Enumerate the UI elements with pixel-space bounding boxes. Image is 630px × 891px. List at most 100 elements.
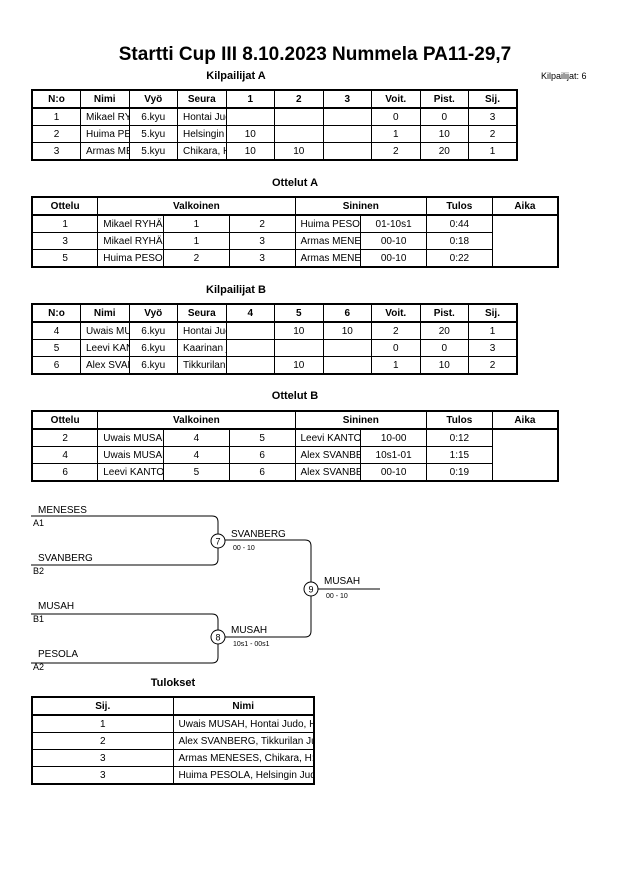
white-number-cell: 4 xyxy=(163,446,230,464)
bracket-diagram: MENESES A1 SVANBERG B2 MUSAH B1 PESOLA A… xyxy=(31,505,380,672)
seed-slot: A1 xyxy=(33,518,44,528)
result-cell: 00-10 xyxy=(360,249,427,268)
result-cell: 00-10 xyxy=(360,463,427,482)
result-cell: 01-10s1 xyxy=(360,214,427,233)
column-header: 5 xyxy=(274,303,324,323)
name-cell: Uwais MUSAH, Hontai Judo, H:ki xyxy=(172,714,315,733)
time-cell: 1:15 xyxy=(426,446,493,464)
score-cell xyxy=(274,339,324,357)
white-number-cell: 1 xyxy=(163,232,230,250)
points-cell: 0 xyxy=(419,339,469,357)
results-heading: Tulokset xyxy=(150,677,196,689)
bracket-lines xyxy=(31,515,380,664)
matches-b-heading: Ottelut B xyxy=(271,390,319,402)
wins-cell: 2 xyxy=(371,321,421,340)
blue-name-cell: Huima PESOLA xyxy=(294,214,362,233)
white-number-cell: 4 xyxy=(163,428,230,447)
seed-name: MUSAH xyxy=(38,601,74,612)
match-9: 9 MUSAH 00 - 10 xyxy=(303,576,360,600)
number-cell: 5 xyxy=(31,339,81,357)
rank-cell: 1 xyxy=(31,714,174,733)
seed-b2: SVANBERG B2 xyxy=(33,553,93,576)
column-header: Vyö xyxy=(128,303,178,323)
name-cell: Mikael RYHÄNEN xyxy=(80,107,130,126)
seed-a1: MENESES A1 xyxy=(33,505,87,528)
column-header: Seura xyxy=(177,89,227,109)
rank-cell: 1 xyxy=(468,321,518,340)
wins-cell: 0 xyxy=(371,339,421,357)
club-cell: Chikara, H:ki xyxy=(177,142,227,161)
score-cell: 10 xyxy=(274,321,324,340)
column-header: 6 xyxy=(322,303,372,323)
belt-cell: 6.kyu xyxy=(128,356,178,375)
time-cell: 0:19 xyxy=(426,463,493,482)
rank-cell: 3 xyxy=(468,107,518,126)
white-name-cell: Uwais MUSAH xyxy=(97,428,164,447)
result-cell: 00-10 xyxy=(360,232,427,250)
column-header: Sininen xyxy=(294,196,427,216)
matches-a-heading: Ottelut A xyxy=(271,177,319,189)
belt-cell: 6.kyu xyxy=(128,321,178,340)
score-cell xyxy=(225,356,275,375)
points-cell: 0 xyxy=(419,107,469,126)
pool-b-heading: Kilpailijat B xyxy=(206,284,266,296)
column-header: Pist. xyxy=(419,303,469,323)
wins-cell: 1 xyxy=(371,356,421,375)
white-number-cell: 5 xyxy=(163,463,230,482)
match-score: 00 - 10 xyxy=(326,593,348,600)
club-cell: Tikkurilan Judokat xyxy=(177,356,227,375)
rank-cell: 2 xyxy=(31,732,174,750)
score-cell: 10 xyxy=(225,125,275,143)
header-row: Sij.Nimi xyxy=(31,696,315,716)
competitor-count: Kilpailijat: 6 xyxy=(541,71,587,81)
score-cell xyxy=(225,339,275,357)
time-cell: 0:18 xyxy=(426,232,493,250)
number-cell: 2 xyxy=(31,125,81,143)
seed-slot: B1 xyxy=(33,614,44,624)
blue-number-cell: 6 xyxy=(228,463,296,482)
white-number-cell: 2 xyxy=(163,249,230,268)
score-cell xyxy=(322,142,372,161)
white-name-cell: Mikael RYHÄNEN xyxy=(97,232,164,250)
score-cell: 10 xyxy=(274,142,324,161)
blue-number-cell: 3 xyxy=(228,232,296,250)
seed-name: MENESES xyxy=(38,505,87,516)
match-number: 8 xyxy=(215,633,220,643)
pool-a-heading: Kilpailijat A xyxy=(206,70,266,82)
number-cell: 6 xyxy=(31,356,81,375)
column-header: 3 xyxy=(322,89,372,109)
score-cell xyxy=(225,107,275,126)
score-cell: 10 xyxy=(322,321,372,340)
match-number-cell: 5 xyxy=(31,249,99,268)
rank-cell: 3 xyxy=(31,766,174,785)
seed-a2: PESOLA A2 xyxy=(33,649,78,672)
score-cell xyxy=(274,125,324,143)
column-header: Tulos xyxy=(426,410,493,430)
time-cell: 0:44 xyxy=(426,214,493,233)
column-header: Tulos xyxy=(426,196,493,216)
column-header: Voit. xyxy=(371,89,421,109)
belt-cell: 5.kyu xyxy=(128,125,178,143)
match-number-cell: 4 xyxy=(31,446,99,464)
points-cell: 20 xyxy=(419,142,469,161)
club-cell: Kaarinan judoseura xyxy=(177,339,227,357)
name-cell: Armas MENESES xyxy=(80,142,130,161)
column-header: 1 xyxy=(225,89,275,109)
match-score: 00 - 10 xyxy=(233,545,255,552)
match-number-cell: 6 xyxy=(31,463,99,482)
page-title: Startti Cup III 8.10.2023 Nummela PA11-2… xyxy=(118,44,512,65)
